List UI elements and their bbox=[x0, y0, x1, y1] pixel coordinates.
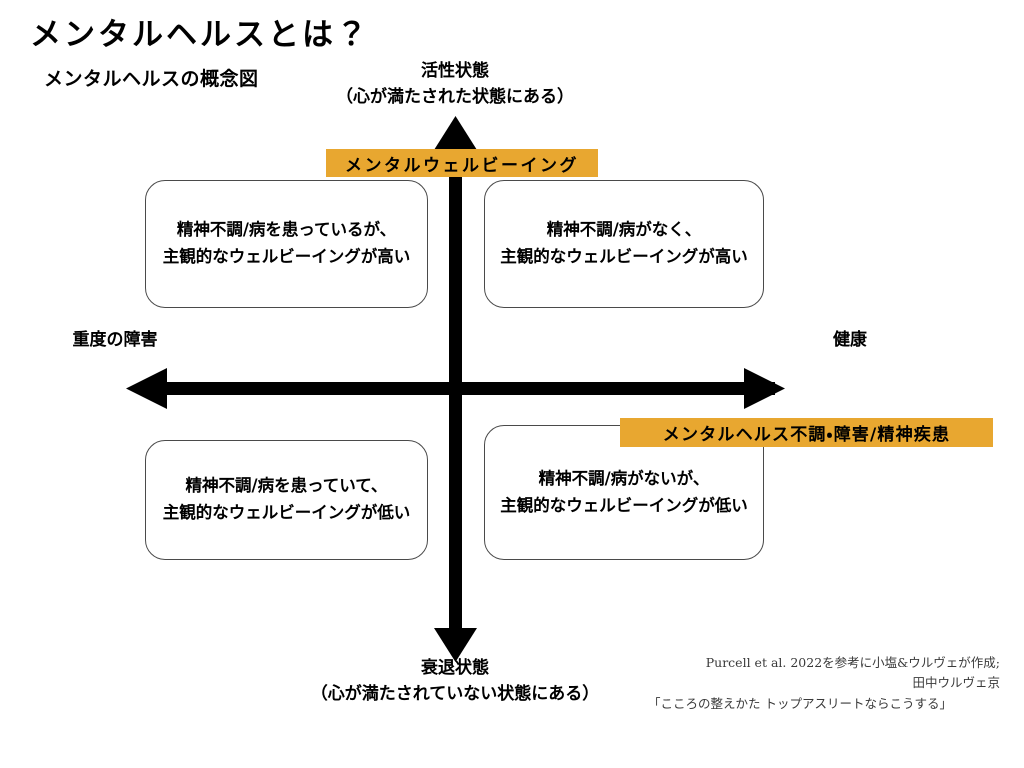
page-title: メンタルヘルスとは？ bbox=[30, 17, 370, 53]
quadrant-top-left-line1: 精神不調/病を患っているが、 bbox=[176, 220, 397, 240]
quadrant-text-bottom-right: 精神不調/病がないが、 主観的なウェルビーイングが低い bbox=[500, 466, 748, 519]
citation-line-1: Purcell et al. 2022を参考に小塩&ウルヴェが作成; bbox=[705, 655, 1000, 670]
quadrant-top-right-line1: 精神不調/病がなく、 bbox=[546, 220, 702, 240]
axis-label-top: 活性状態 （心が満たされた状態にある） bbox=[255, 58, 655, 111]
quadrant-top-left-line2: 主観的なウェルビーイングが高い bbox=[162, 247, 411, 266]
page-subtitle: メンタルヘルスの概念図 bbox=[44, 68, 259, 90]
axis-arrow-left-icon bbox=[126, 368, 167, 409]
citation-line-3: 「こころの整えかた トップアスリートならこうする」 bbox=[648, 695, 952, 711]
quadrant-top-right-line2: 主観的なウェルビーイングが高い bbox=[500, 247, 748, 266]
axis-label-right: 健康 bbox=[833, 330, 867, 350]
highlight-band-mental-wellbeing: メンタルウェルビーイング bbox=[326, 149, 598, 177]
axis-label-bottom-line1: 衰退状態 bbox=[421, 658, 489, 678]
quadrant-box-bottom-right: 精神不調/病がないが、 主観的なウェルビーイングが低い bbox=[484, 425, 764, 560]
quadrant-box-top-right: 精神不調/病がなく、 主観的なウェルビーイングが高い bbox=[484, 180, 764, 308]
horizontal-axis-shaft bbox=[160, 382, 775, 395]
highlight-band-mental-health-disorder: メンタルヘルス不調・障害/精神疾患 bbox=[620, 418, 993, 447]
axis-label-bottom-line2: （心が満たされていない状態にある） bbox=[310, 684, 600, 705]
quadrant-text-bottom-left: 精神不調/病を患っていて、 主観的なウェルビーイングが低い bbox=[163, 473, 411, 526]
citation-line-2: 田中ウルヴェ京 bbox=[912, 675, 1000, 691]
axis-arrow-right-icon bbox=[744, 368, 785, 409]
quadrant-bottom-left-line1: 精神不調/病を患っていて、 bbox=[185, 476, 388, 496]
quadrant-bottom-right-line2: 主観的なウェルビーイングが低い bbox=[500, 495, 748, 515]
quadrant-text-top-left: 精神不調/病を患っているが、 主観的なウェルビーイングが高い bbox=[163, 217, 411, 270]
axis-label-bottom: 衰退状態 （心が満たされていない状態にある） bbox=[255, 655, 655, 708]
axis-arrow-up-icon bbox=[434, 116, 477, 150]
axis-label-top-line1: 活性状態 bbox=[421, 61, 489, 81]
quadrant-bottom-left-line2: 主観的なウェルビーイングが低い bbox=[162, 503, 411, 522]
axis-label-top-line2: （心が満たされた状態にある） bbox=[336, 87, 574, 108]
citation-block: Purcell et al. 2022を参考に小塩&ウルヴェが作成; 田中ウルヴ… bbox=[600, 653, 1000, 714]
vertical-axis-shaft bbox=[449, 140, 462, 645]
quadrant-bottom-right-line1: 精神不調/病がないが、 bbox=[538, 468, 710, 488]
quadrant-box-top-left: 精神不調/病を患っているが、 主観的なウェルビーイングが高い bbox=[145, 180, 428, 308]
axis-label-left: 重度の障害 bbox=[72, 330, 158, 350]
quadrant-text-top-right: 精神不調/病がなく、 主観的なウェルビーイングが高い bbox=[500, 217, 748, 270]
quadrant-box-bottom-left: 精神不調/病を患っていて、 主観的なウェルビーイングが低い bbox=[145, 440, 428, 560]
